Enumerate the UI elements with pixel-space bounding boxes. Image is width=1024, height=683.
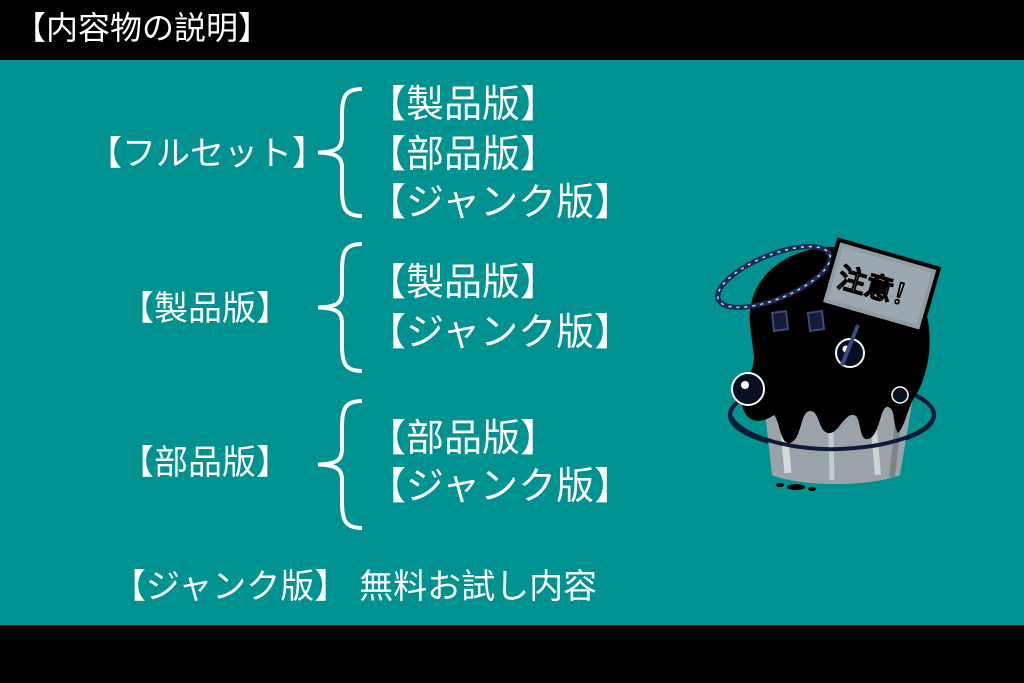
brace-full-set (317, 87, 363, 218)
item-label-parts: 【部品版】 (368, 132, 559, 176)
item-label-junk: 【ジャンク版】 (368, 180, 633, 224)
warning-sign: 注意！ (818, 237, 942, 335)
item-label-product: 【製品版】 (368, 260, 559, 304)
ring-front (728, 414, 936, 452)
mascot-illustration: 注意！ (715, 237, 942, 491)
item-label-parts: 【部品版】 (368, 416, 559, 460)
item-label-junk: 【ジャンク版】 (368, 310, 633, 354)
header-bar: 【内容物の説明】 (0, 0, 1024, 60)
item-label-junk: 【ジャンク版】 (368, 464, 633, 508)
group-label-product: 【製品版】 (120, 289, 290, 329)
page-title: 【内容物の説明】 (14, 9, 271, 47)
junk-edition-note: 【ジャンク版】 無料お試し内容 (112, 567, 598, 607)
group-label-full-set: 【フルセット】 (88, 134, 326, 174)
footer-bar (0, 625, 1024, 683)
brace-product (317, 242, 363, 373)
brace-parts (317, 399, 363, 530)
item-label-product: 【製品版】 (368, 82, 559, 126)
group-label-parts: 【部品版】 (120, 443, 290, 483)
